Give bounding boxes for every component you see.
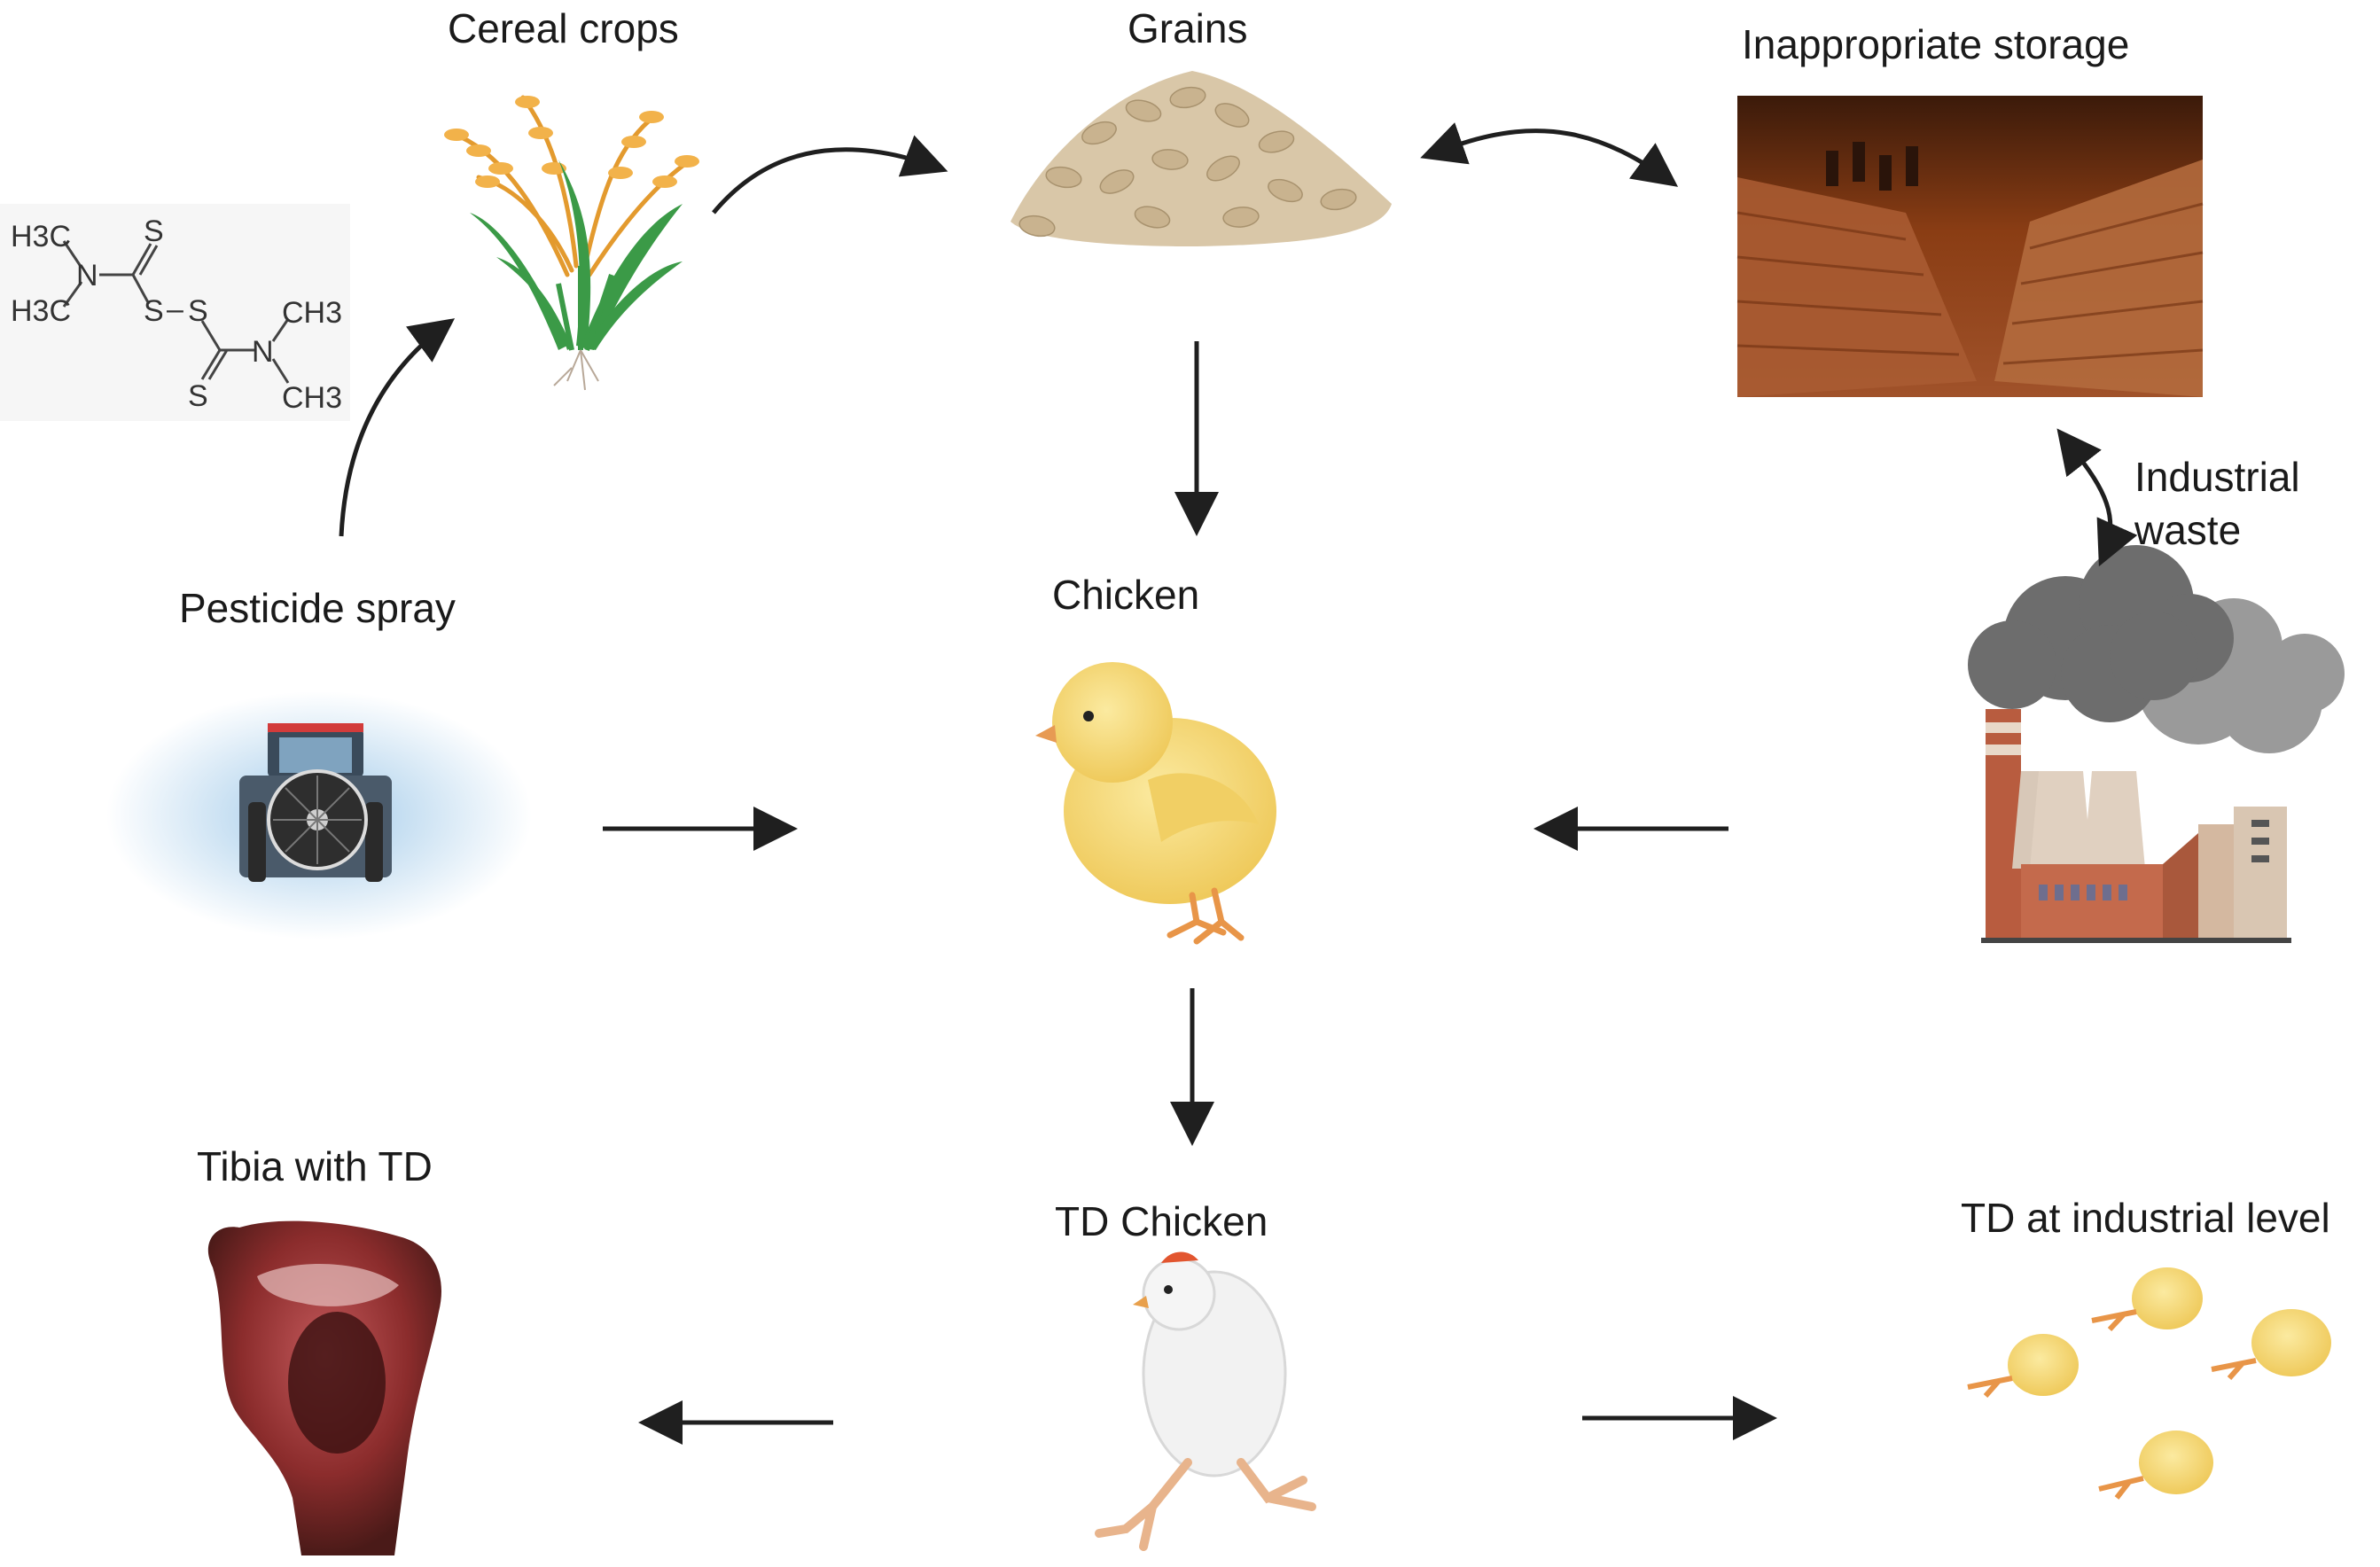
atom-s-dash: – bbox=[167, 292, 183, 326]
label-industrial-waste-1: Industrial bbox=[2134, 454, 2300, 500]
label-tibia-with-td: Tibia with TD bbox=[197, 1143, 433, 1189]
atom-s-left: S bbox=[144, 294, 164, 328]
grain-pile-icon bbox=[1011, 71, 1392, 246]
chemical-structure: H3C H3C N S S – S S CH3 N CH3 bbox=[0, 204, 350, 421]
storage-warehouse-image bbox=[1736, 96, 2204, 397]
flow-arrows bbox=[339, 122, 2138, 1445]
arrow-crops-to-grains bbox=[712, 135, 948, 214]
atom-n-left: N bbox=[76, 259, 98, 292]
label-chicken: Chicken bbox=[1052, 572, 1200, 618]
tibia-bone-image bbox=[207, 1220, 442, 1555]
label-inappropriate-storage: Inappropriate storage bbox=[1742, 21, 2130, 67]
label-td-chicken: TD Chicken bbox=[1055, 1198, 1268, 1244]
tractor-spray-icon bbox=[106, 691, 532, 939]
chicken-chick-icon bbox=[1035, 662, 1276, 945]
label-cereal-crops: Cereal crops bbox=[448, 5, 679, 51]
atom-h3c-bottom: H3C bbox=[11, 294, 71, 328]
arrow-storage-waste bbox=[2056, 428, 2138, 567]
label-pesticide-spray: Pesticide spray bbox=[179, 585, 456, 631]
arrow-pesticide-to-crops bbox=[339, 318, 456, 537]
atom-s-top: S bbox=[144, 214, 164, 248]
atom-ch3-bottom: CH3 bbox=[282, 381, 342, 415]
atom-s-bottom: S bbox=[188, 379, 208, 413]
td-chicken-icon bbox=[1095, 1251, 1316, 1551]
td-chicks-group-icon bbox=[1967, 1267, 2331, 1500]
label-grains: Grains bbox=[1128, 5, 1248, 51]
atom-h3c-top: H3C bbox=[11, 220, 71, 253]
cereal-crop-icon bbox=[444, 95, 699, 391]
label-td-industrial-level: TD at industrial level bbox=[1961, 1195, 2330, 1241]
atom-s-right: S bbox=[188, 294, 208, 328]
arrow-grains-storage bbox=[1420, 122, 1679, 187]
atom-ch3-top: CH3 bbox=[282, 296, 342, 330]
label-industrial-waste-2: waste bbox=[2134, 507, 2242, 553]
atom-n-right: N bbox=[252, 335, 274, 369]
factory-pollution-icon bbox=[1968, 545, 2345, 943]
